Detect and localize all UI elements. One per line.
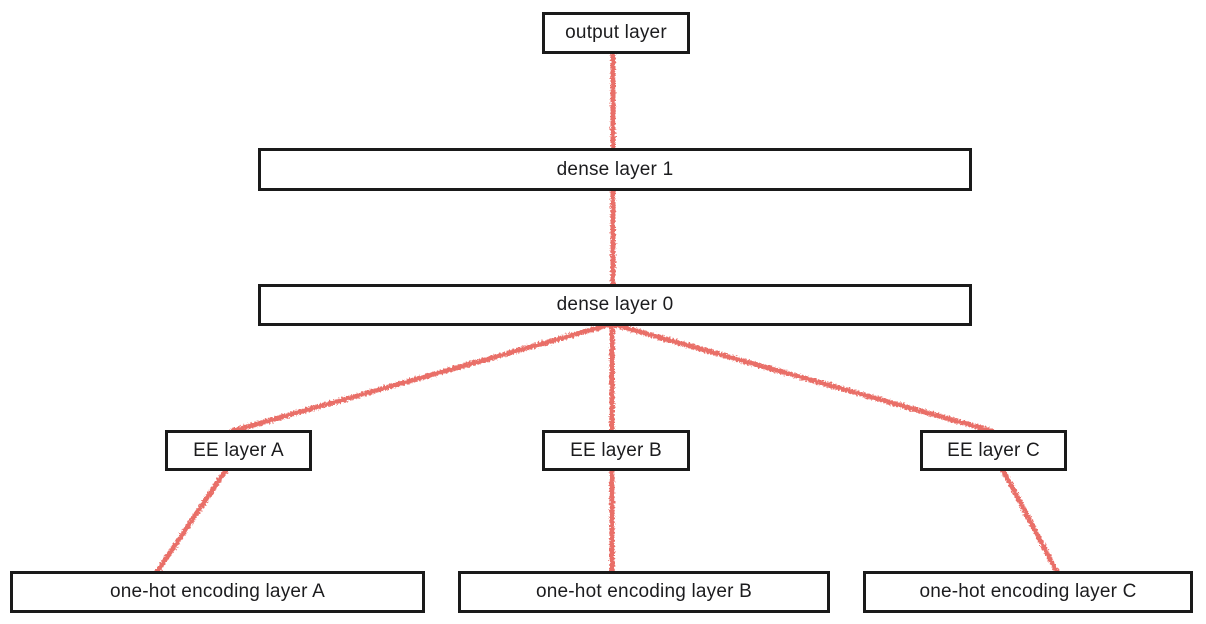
node-one-hot-encoding-layer-c: one-hot encoding layer C [863,571,1193,613]
node-one-hot-encoding-layer-c-label: one-hot encoding layer C [919,581,1137,602]
node-ee-layer-b-label: EE layer B [570,439,662,461]
node-dense-layer-1-label: dense layer 1 [556,158,674,180]
node-ee-layer-c-label: EE layer C [947,439,1040,461]
node-ee-layer-a: EE layer A [165,430,312,471]
edge-onehotA-eeA [154,467,229,575]
node-dense-layer-0-label: dense layer 0 [556,294,674,315]
node-dense-layer-1: dense layer 1 [258,148,972,191]
node-ee-layer-c: EE layer C [920,430,1067,471]
node-ee-layer-b: EE layer B [542,430,690,471]
edge-onehotC-eeC [1000,467,1060,575]
node-one-hot-encoding-layer-b: one-hot encoding layer B [458,571,830,613]
node-one-hot-encoding-layer-b-label: one-hot encoding layer B [535,581,753,602]
node-one-hot-encoding-layer-a: one-hot encoding layer A [10,571,425,613]
node-dense-layer-0: dense layer 0 [258,284,972,326]
node-output-layer-label: output layer [565,22,667,43]
node-one-hot-encoding-layer-a-label: one-hot encoding layer A [109,581,325,602]
node-ee-layer-a-label: EE layer A [193,439,284,461]
edge-eeC-dense0 [609,321,995,434]
node-output-layer: output layer [542,12,690,54]
edge-eeA-dense0 [229,321,615,434]
